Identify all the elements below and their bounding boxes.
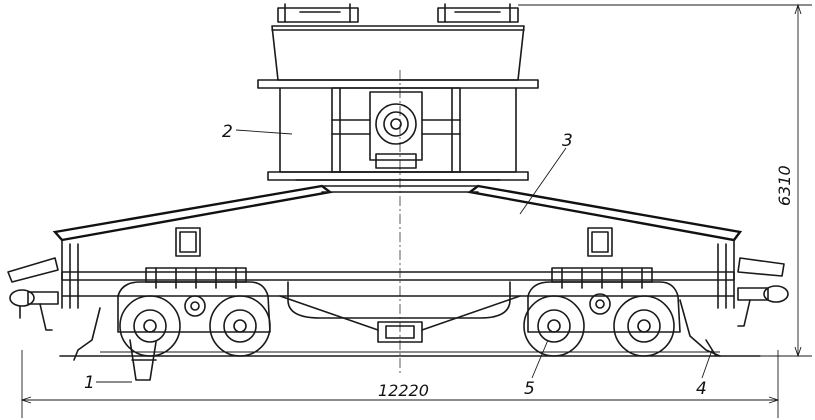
dimension-length-text: 12220	[378, 381, 429, 400]
leader-part3	[519, 147, 567, 215]
label-part4: 4	[696, 379, 707, 399]
left-end-coupler	[7, 257, 157, 381]
height-dimension	[518, 3, 812, 358]
cab-superstructure	[257, 3, 539, 181]
leader-part2	[235, 129, 293, 135]
right-bogie	[523, 267, 681, 357]
left-bogie	[117, 267, 271, 357]
dimension-height-text: 6310	[775, 165, 794, 206]
leader-part5	[531, 339, 549, 379]
leader-part4	[701, 349, 713, 379]
label-part1: 1	[84, 373, 95, 393]
main-frame	[52, 184, 743, 343]
length-dimension	[20, 350, 780, 418]
label-part2: 2	[222, 122, 233, 142]
right-end-coupler	[679, 257, 789, 357]
label-part5: 5	[524, 379, 535, 399]
label-part3: 3	[562, 131, 573, 151]
